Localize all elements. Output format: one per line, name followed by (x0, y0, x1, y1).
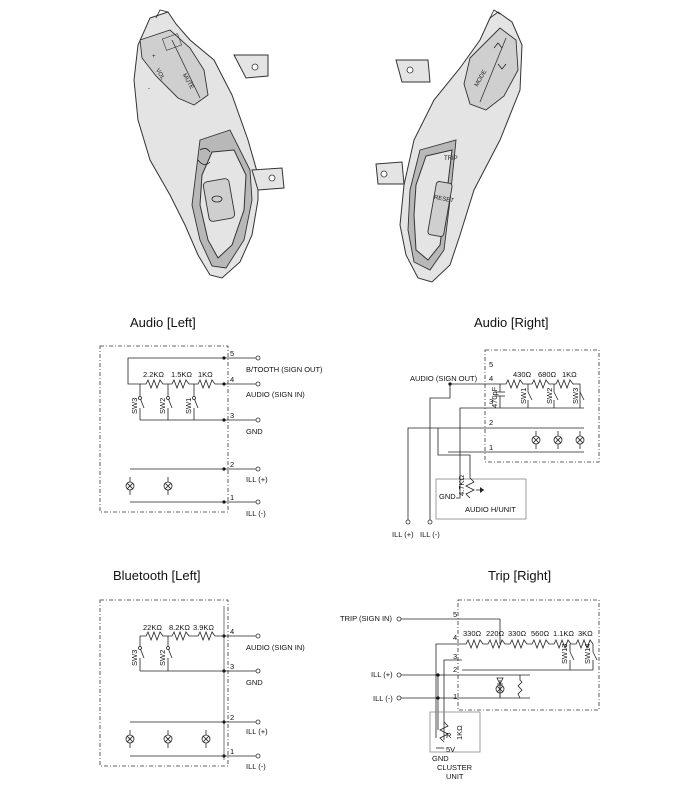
trip-right-r5: 1.1KΩ (553, 629, 574, 638)
audio-left-resistor-ladder (127, 357, 224, 421)
audio-right-switch-box (484, 349, 600, 463)
bluetooth-left-r3: 3.9KΩ (193, 623, 214, 632)
vol-plus-label: + (152, 54, 156, 60)
trip-right-pin-4: 4 (453, 633, 457, 642)
audio-left-pin-4: 4 (230, 375, 234, 384)
trip-right-diagram: Trip [Right] TRIP (SIGN IN) ILL (+) ILL … (340, 568, 600, 781)
audio-right-ill-minus: ILL (-) (420, 530, 440, 539)
audio-left-r1: 2.2KΩ (143, 370, 164, 379)
audio-right-pin-3: 3 (489, 397, 493, 406)
bluetooth-left-r2: 8.2KΩ (169, 623, 190, 632)
audio-left-sw2: SW2 (158, 398, 167, 414)
audio-left-sw1: SW1 (184, 398, 193, 414)
audio-left-title: Audio [Left] (130, 315, 196, 330)
trip-right-switch-box (457, 599, 600, 711)
trip-right-ill-minus: ILL (-) (373, 694, 393, 703)
trip-label: TRIP (444, 156, 458, 162)
trip-right-cluster-res: 1KΩ (455, 725, 464, 740)
bluetooth-left-r1: 22KΩ (143, 623, 162, 632)
trip-right-cluster-unit-1: CLUSTER (437, 763, 473, 772)
audio-right-r3: 1KΩ (562, 370, 577, 379)
audio-left-label-audio: AUDIO (SIGN IN) (246, 390, 305, 399)
bluetooth-left-pin-3: 3 (230, 662, 234, 671)
trip-right-cluster-unit-2: UNIT (446, 772, 464, 781)
bluetooth-left-illumination (125, 721, 224, 757)
audio-right-signal-label: AUDIO (SIGN OUT) (410, 374, 478, 383)
bluetooth-left-resistor-ladder (138, 630, 224, 672)
bluetooth-left-label-ill-minus: ILL (-) (246, 762, 266, 771)
trip-right-sw13: SW13 (560, 644, 569, 664)
audio-right-pin-2: 2 (489, 418, 493, 427)
bluetooth-left-pin-4: 4 (230, 627, 234, 636)
right-switch-assembly: MODE TRIP RESET (375, 9, 523, 283)
trip-right-r4: 560Ω (531, 629, 550, 638)
left-switch-assembly: + VOL - MUTE (133, 9, 285, 279)
audio-left-label-gnd: GND (246, 427, 263, 436)
trip-right-pin-3: 3 (453, 652, 457, 661)
audio-right-pin-4: 4 (489, 374, 493, 383)
audio-right-sw3: SW3 (571, 388, 580, 404)
audio-right-resistor-ladder (448, 378, 585, 409)
audio-left-sw3: SW3 (130, 398, 139, 414)
trip-right-r1: 330Ω (463, 629, 482, 638)
audio-left-label-btooth: B/TOOTH (SIGN OUT) (246, 365, 323, 374)
audio-right-unit-resistor: 4.7KΩ (457, 475, 466, 496)
audio-right-sw1: SW1 (519, 388, 528, 404)
audio-left-illumination (125, 468, 224, 503)
audio-left-label-ill-minus: ILL (-) (246, 509, 266, 518)
trip-right-sw14: SW14 (583, 644, 592, 664)
bluetooth-left-sw3: SW3 (130, 650, 139, 666)
audio-left-pin-5: 5 (230, 349, 234, 358)
audio-right-pin-5: 5 (489, 360, 493, 369)
trip-right-cluster-r: R (446, 731, 452, 740)
bluetooth-left-label-audio: AUDIO (SIGN IN) (246, 643, 305, 652)
trip-right-cluster-gnd: GND (432, 754, 449, 763)
audio-left-r2: 1.5KΩ (171, 370, 192, 379)
bluetooth-left-label-ill-plus: ILL (+) (246, 727, 268, 736)
trip-right-harness (396, 616, 481, 753)
audio-right-ill-plus: ILL (+) (392, 530, 414, 539)
bluetooth-left-pin-2: 2 (230, 713, 234, 722)
trip-right-title: Trip [Right] (488, 568, 551, 583)
audio-left-pin-2: 2 (230, 460, 234, 469)
audio-right-unit-label: AUDIO H/UNIT (465, 505, 516, 514)
trip-right-signal-label: TRIP (SIGN IN) (340, 614, 392, 623)
trip-right-r3: 330Ω (508, 629, 527, 638)
audio-left-pin-3: 3 (230, 411, 234, 420)
trip-right-r2: 220Ω (486, 629, 505, 638)
audio-right-capacitor: 470pF (490, 386, 499, 408)
audio-right-sw2: SW2 (545, 388, 554, 404)
reset-label: RESET (433, 195, 454, 204)
trip-right-r6: 3KΩ (578, 629, 593, 638)
audio-right-diagram: Audio [Right] AUDIO (SIGN OUT) 5 4 3 2 1… (392, 315, 600, 539)
trip-right-pin-2: 2 (453, 665, 457, 674)
trip-right-cluster-volt: 5V (446, 745, 455, 754)
trip-right-pin-1: 1 (453, 692, 457, 701)
bluetooth-left-label-gnd: GND (246, 678, 263, 687)
audio-left-diagram: Audio [Left] 5 4 3 2 1 B/TOOTH (SIGN OUT… (99, 315, 323, 518)
audio-right-gnd: GND (439, 492, 456, 501)
audio-left-pin-1: 1 (230, 493, 234, 502)
audio-right-illumination (488, 427, 585, 453)
bluetooth-left-switch-box (99, 599, 229, 767)
bluetooth-left-title: Bluetooth [Left] (113, 568, 200, 583)
bluetooth-left-terminals (222, 606, 261, 760)
bluetooth-left-diagram: Bluetooth [Left] 4 3 2 1 AUDIO (SIGN IN)… (99, 568, 305, 771)
audio-right-r2: 680Ω (538, 370, 557, 379)
audio-right-pin-1: 1 (489, 443, 493, 452)
bluetooth-left-sw2: SW2 (158, 650, 167, 666)
audio-right-title: Audio [Right] (474, 315, 548, 330)
audio-left-r3: 1KΩ (198, 370, 213, 379)
audio-right-harness (405, 384, 527, 525)
bluetooth-left-pin-1: 1 (230, 747, 234, 756)
trip-right-pin-5: 5 (453, 610, 457, 619)
vol-minus-label: - (148, 86, 150, 92)
audio-left-switch-box (99, 345, 229, 513)
audio-left-label-ill-plus: ILL (+) (246, 475, 268, 484)
trip-right-resistor-ladder (462, 618, 598, 699)
trip-right-ill-plus: ILL (+) (371, 670, 393, 679)
vol-label: VOL (154, 68, 166, 82)
audio-right-r1: 430Ω (513, 370, 532, 379)
